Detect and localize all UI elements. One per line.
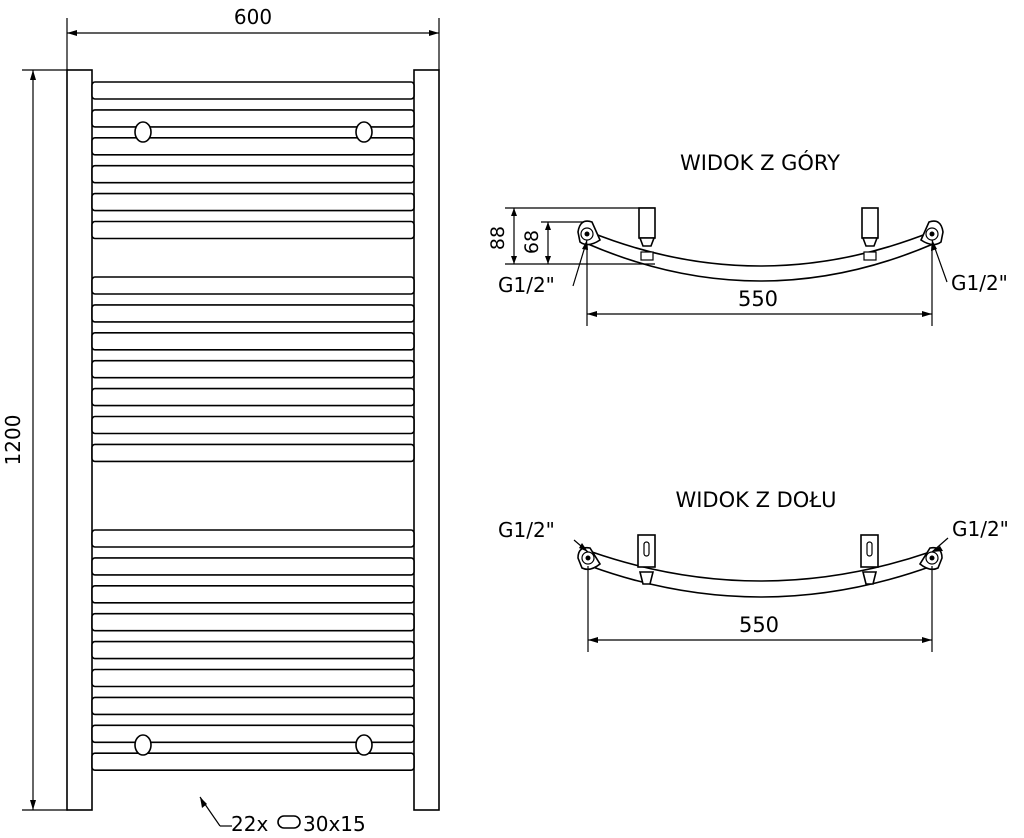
flat-oval-tube-icon bbox=[277, 815, 301, 829]
heating-tube bbox=[91, 109, 415, 128]
depth-dimensions: 88 68 bbox=[487, 207, 655, 265]
bottom-left-end bbox=[577, 546, 602, 571]
height-label: 1200 bbox=[1, 415, 25, 466]
heating-tube bbox=[91, 359, 415, 379]
bottom-view-title: WIDOK Z DOŁU bbox=[675, 488, 836, 512]
heating-tube bbox=[91, 557, 415, 576]
heating-tube bbox=[91, 331, 415, 351]
top-right-valve bbox=[355, 121, 373, 143]
heating-tube bbox=[91, 529, 415, 548]
top-left-end bbox=[577, 220, 602, 246]
bottom-spacing-label: 550 bbox=[739, 613, 779, 637]
width-dimension: 600 bbox=[66, 5, 440, 70]
top-left-connection-callout: G1/2" bbox=[498, 239, 588, 297]
top-right-connection-label: G1/2" bbox=[951, 271, 1008, 295]
bottom-view: WIDOK Z DOŁU G1/2 bbox=[498, 488, 1009, 652]
top-right-connection-callout: G1/2" bbox=[931, 239, 1008, 295]
depth-outer-label: 88 bbox=[487, 226, 509, 250]
bottom-view-body-inner bbox=[589, 565, 933, 598]
heating-tube bbox=[91, 584, 415, 604]
top-view-body bbox=[589, 231, 932, 267]
heating-tube bbox=[91, 304, 415, 323]
heating-tube bbox=[91, 164, 415, 184]
depth-inner-label: 68 bbox=[521, 230, 543, 254]
top-spacing-label: 550 bbox=[738, 287, 778, 311]
heating-tube bbox=[91, 640, 415, 660]
bottom-left-bracket bbox=[637, 534, 656, 585]
front-view: 600 1200 bbox=[1, 5, 440, 836]
left-collector bbox=[66, 69, 93, 811]
heating-tube bbox=[91, 415, 415, 435]
bottom-left-valve bbox=[134, 734, 152, 756]
bottom-spacing-dimension: 550 bbox=[587, 566, 933, 652]
bottom-view-body bbox=[591, 551, 931, 582]
heating-tube bbox=[91, 192, 415, 212]
top-left-connection-label: G1/2" bbox=[498, 273, 555, 297]
tube-note: 22x 30x15 bbox=[199, 796, 366, 836]
top-spacing-dimension: 550 bbox=[586, 244, 933, 326]
tube-note-count: 22x bbox=[231, 812, 268, 836]
right-collector bbox=[413, 69, 440, 811]
heating-tube bbox=[91, 81, 415, 100]
top-view-body-inner bbox=[587, 243, 934, 282]
top-view-title: WIDOK Z GÓRY bbox=[680, 150, 840, 175]
bottom-right-end bbox=[918, 546, 943, 571]
heating-tube bbox=[91, 612, 415, 632]
width-label: 600 bbox=[234, 5, 272, 29]
heating-tube bbox=[91, 443, 415, 463]
heating-tube bbox=[91, 220, 415, 240]
bottom-right-valve bbox=[355, 734, 373, 756]
heating-tube bbox=[91, 724, 415, 744]
top-left-valve bbox=[134, 121, 152, 143]
height-dimension: 1200 bbox=[1, 69, 68, 811]
bottom-right-connection-label: G1/2" bbox=[952, 517, 1009, 541]
heating-tube bbox=[91, 387, 415, 407]
tube-note-size: 30x15 bbox=[303, 812, 366, 836]
bottom-left-connection-callout: G1/2" bbox=[498, 518, 589, 553]
top-right-bracket bbox=[861, 207, 879, 261]
bottom-right-bracket bbox=[860, 534, 879, 585]
top-left-bracket bbox=[638, 207, 656, 261]
heating-tube bbox=[91, 276, 415, 295]
tube-group bbox=[91, 81, 415, 772]
top-view: WIDOK Z GÓRY 88 68 bbox=[487, 150, 1008, 326]
bottom-left-connection-label: G1/2" bbox=[498, 518, 555, 542]
heating-tube bbox=[91, 696, 415, 716]
bottom-right-connection-callout: G1/2" bbox=[931, 517, 1009, 553]
heating-tube bbox=[91, 668, 415, 688]
heating-tube bbox=[91, 752, 415, 772]
heating-tube bbox=[91, 137, 415, 156]
